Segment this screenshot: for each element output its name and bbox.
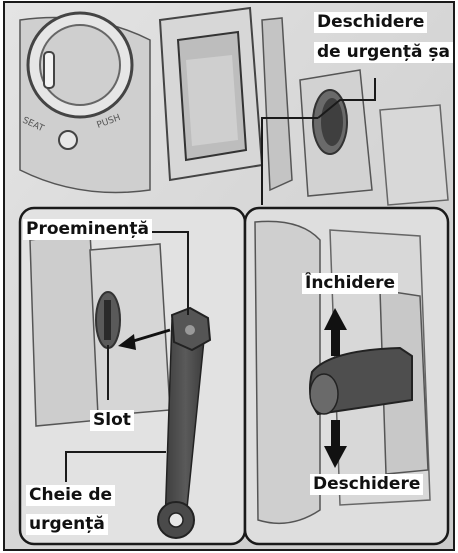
emergency-key-label-line2: urgență (26, 514, 108, 535)
emergency-key (157, 306, 212, 539)
emergency-open-label-line1: Deschidere (314, 12, 428, 33)
open-direction-arrow (324, 420, 347, 468)
open-label: Deschidere (310, 474, 424, 495)
slot-label: Slot (90, 410, 134, 431)
close-direction-arrow (324, 308, 347, 356)
inserted-key (309, 346, 413, 416)
emergency-open-leader (317, 78, 376, 119)
protrusion-label: Proeminență (23, 219, 152, 240)
close-label: Închidere (302, 273, 399, 294)
ignition-switch: PUSH SEAT (19, 11, 151, 194)
emergency-open-label-line2: de urgență șa (314, 42, 454, 63)
connector-to-panels (261, 117, 318, 205)
emergency-opening-hole (299, 69, 449, 206)
key-leader (65, 451, 166, 482)
emergency-key-label-line1: Cheie de (26, 485, 116, 506)
seat-latch-housing (158, 6, 293, 192)
insert-arrow (118, 328, 171, 350)
protrusion-leader (150, 231, 189, 315)
